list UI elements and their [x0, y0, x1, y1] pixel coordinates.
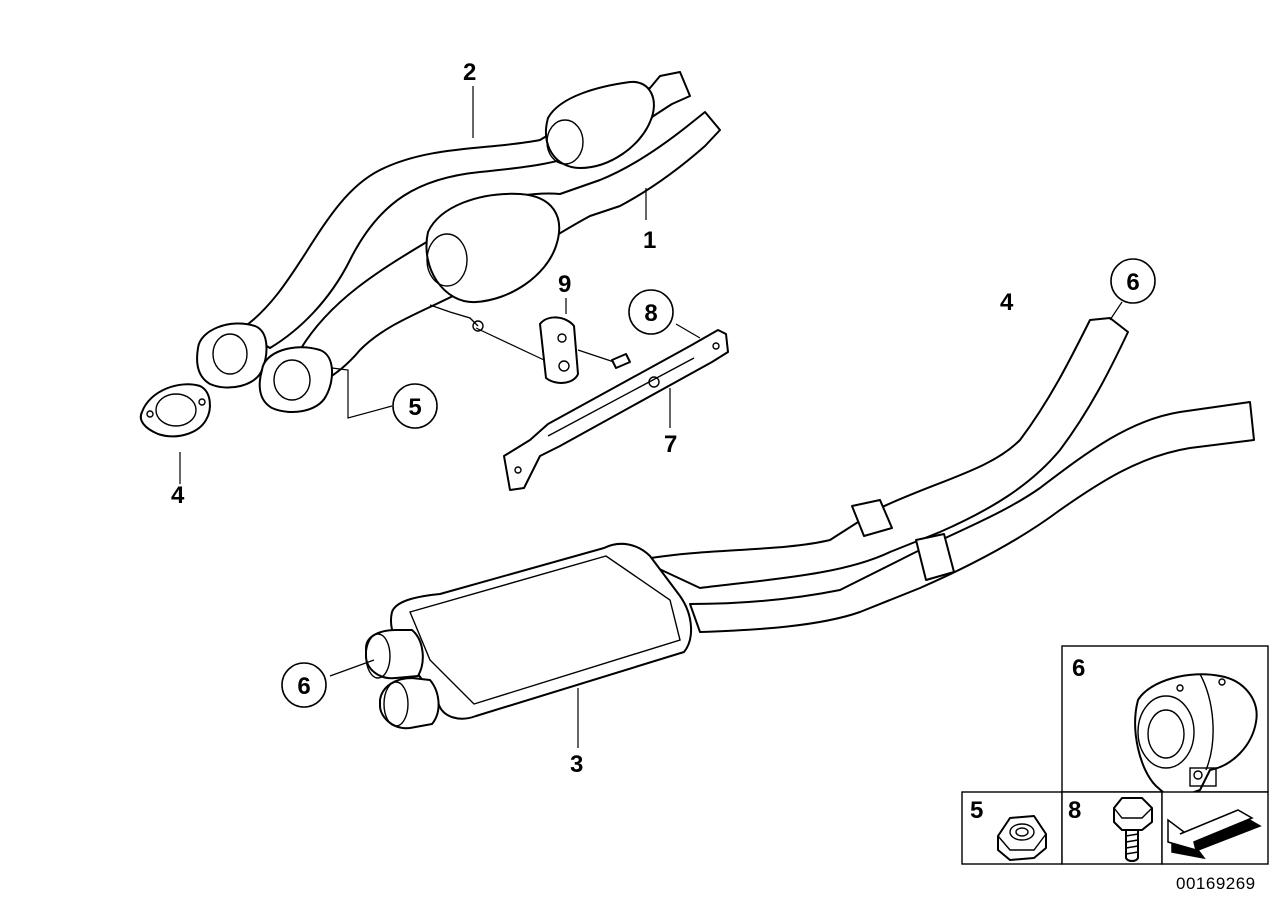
document-number: 00169269	[1176, 874, 1256, 893]
legend-nut-box: 5	[961, 791, 1063, 865]
legend-nut-label: 5	[970, 797, 983, 824]
intermediate-pipe-lower	[689, 401, 1255, 633]
direction-arrow-icon	[1167, 809, 1262, 860]
callout-6-right-circle: 6	[1110, 258, 1156, 304]
legend-arrow-box	[1161, 791, 1269, 865]
tailpipe-upper	[365, 629, 424, 680]
callout-4-left: 4	[171, 482, 185, 509]
rear-silencer	[365, 317, 1255, 730]
callout-6-right: 6	[1126, 269, 1139, 296]
callout-1: 1	[643, 227, 656, 254]
pipe-clamp-icon	[1134, 673, 1258, 801]
pipe-clamp-upper	[851, 499, 893, 537]
callout-4-right: 4	[1000, 289, 1014, 316]
front-pipe-assembly	[196, 71, 721, 413]
intermediate-pipe-upper	[639, 317, 1129, 589]
legend-bolt-box: 8	[1061, 791, 1163, 865]
sensor-tube	[429, 304, 479, 327]
legend-bolt-label: 8	[1068, 797, 1081, 824]
legend-clamp-box: 6	[1061, 645, 1269, 801]
legend-clamp-label: 6	[1072, 655, 1085, 682]
callout-6-left: 6	[297, 673, 310, 700]
callout-8-circle: 8	[628, 289, 674, 335]
callout-5-circle: 5	[392, 383, 438, 429]
hex-nut-icon	[997, 815, 1047, 861]
pipe-clamp-lower	[915, 533, 955, 581]
callout-2: 2	[463, 59, 476, 86]
callout-6-left-circle: 6	[281, 662, 327, 708]
hex-bolt-icon	[1113, 797, 1153, 862]
rubber-mount	[539, 316, 579, 384]
callout-9: 9	[558, 271, 571, 298]
flange-lower	[258, 346, 333, 413]
flange-upper	[196, 322, 268, 389]
callout-8: 8	[644, 300, 657, 327]
callout-7: 7	[664, 431, 677, 458]
callout-5: 5	[408, 394, 421, 421]
leader-lines	[179, 86, 1123, 748]
gasket	[139, 383, 211, 438]
catalytic-converter-front	[425, 192, 561, 304]
catalytic-converter-rear	[545, 80, 655, 169]
mounting-bracket	[503, 329, 729, 491]
bolt-7	[611, 353, 631, 369]
callout-3: 3	[570, 751, 583, 778]
